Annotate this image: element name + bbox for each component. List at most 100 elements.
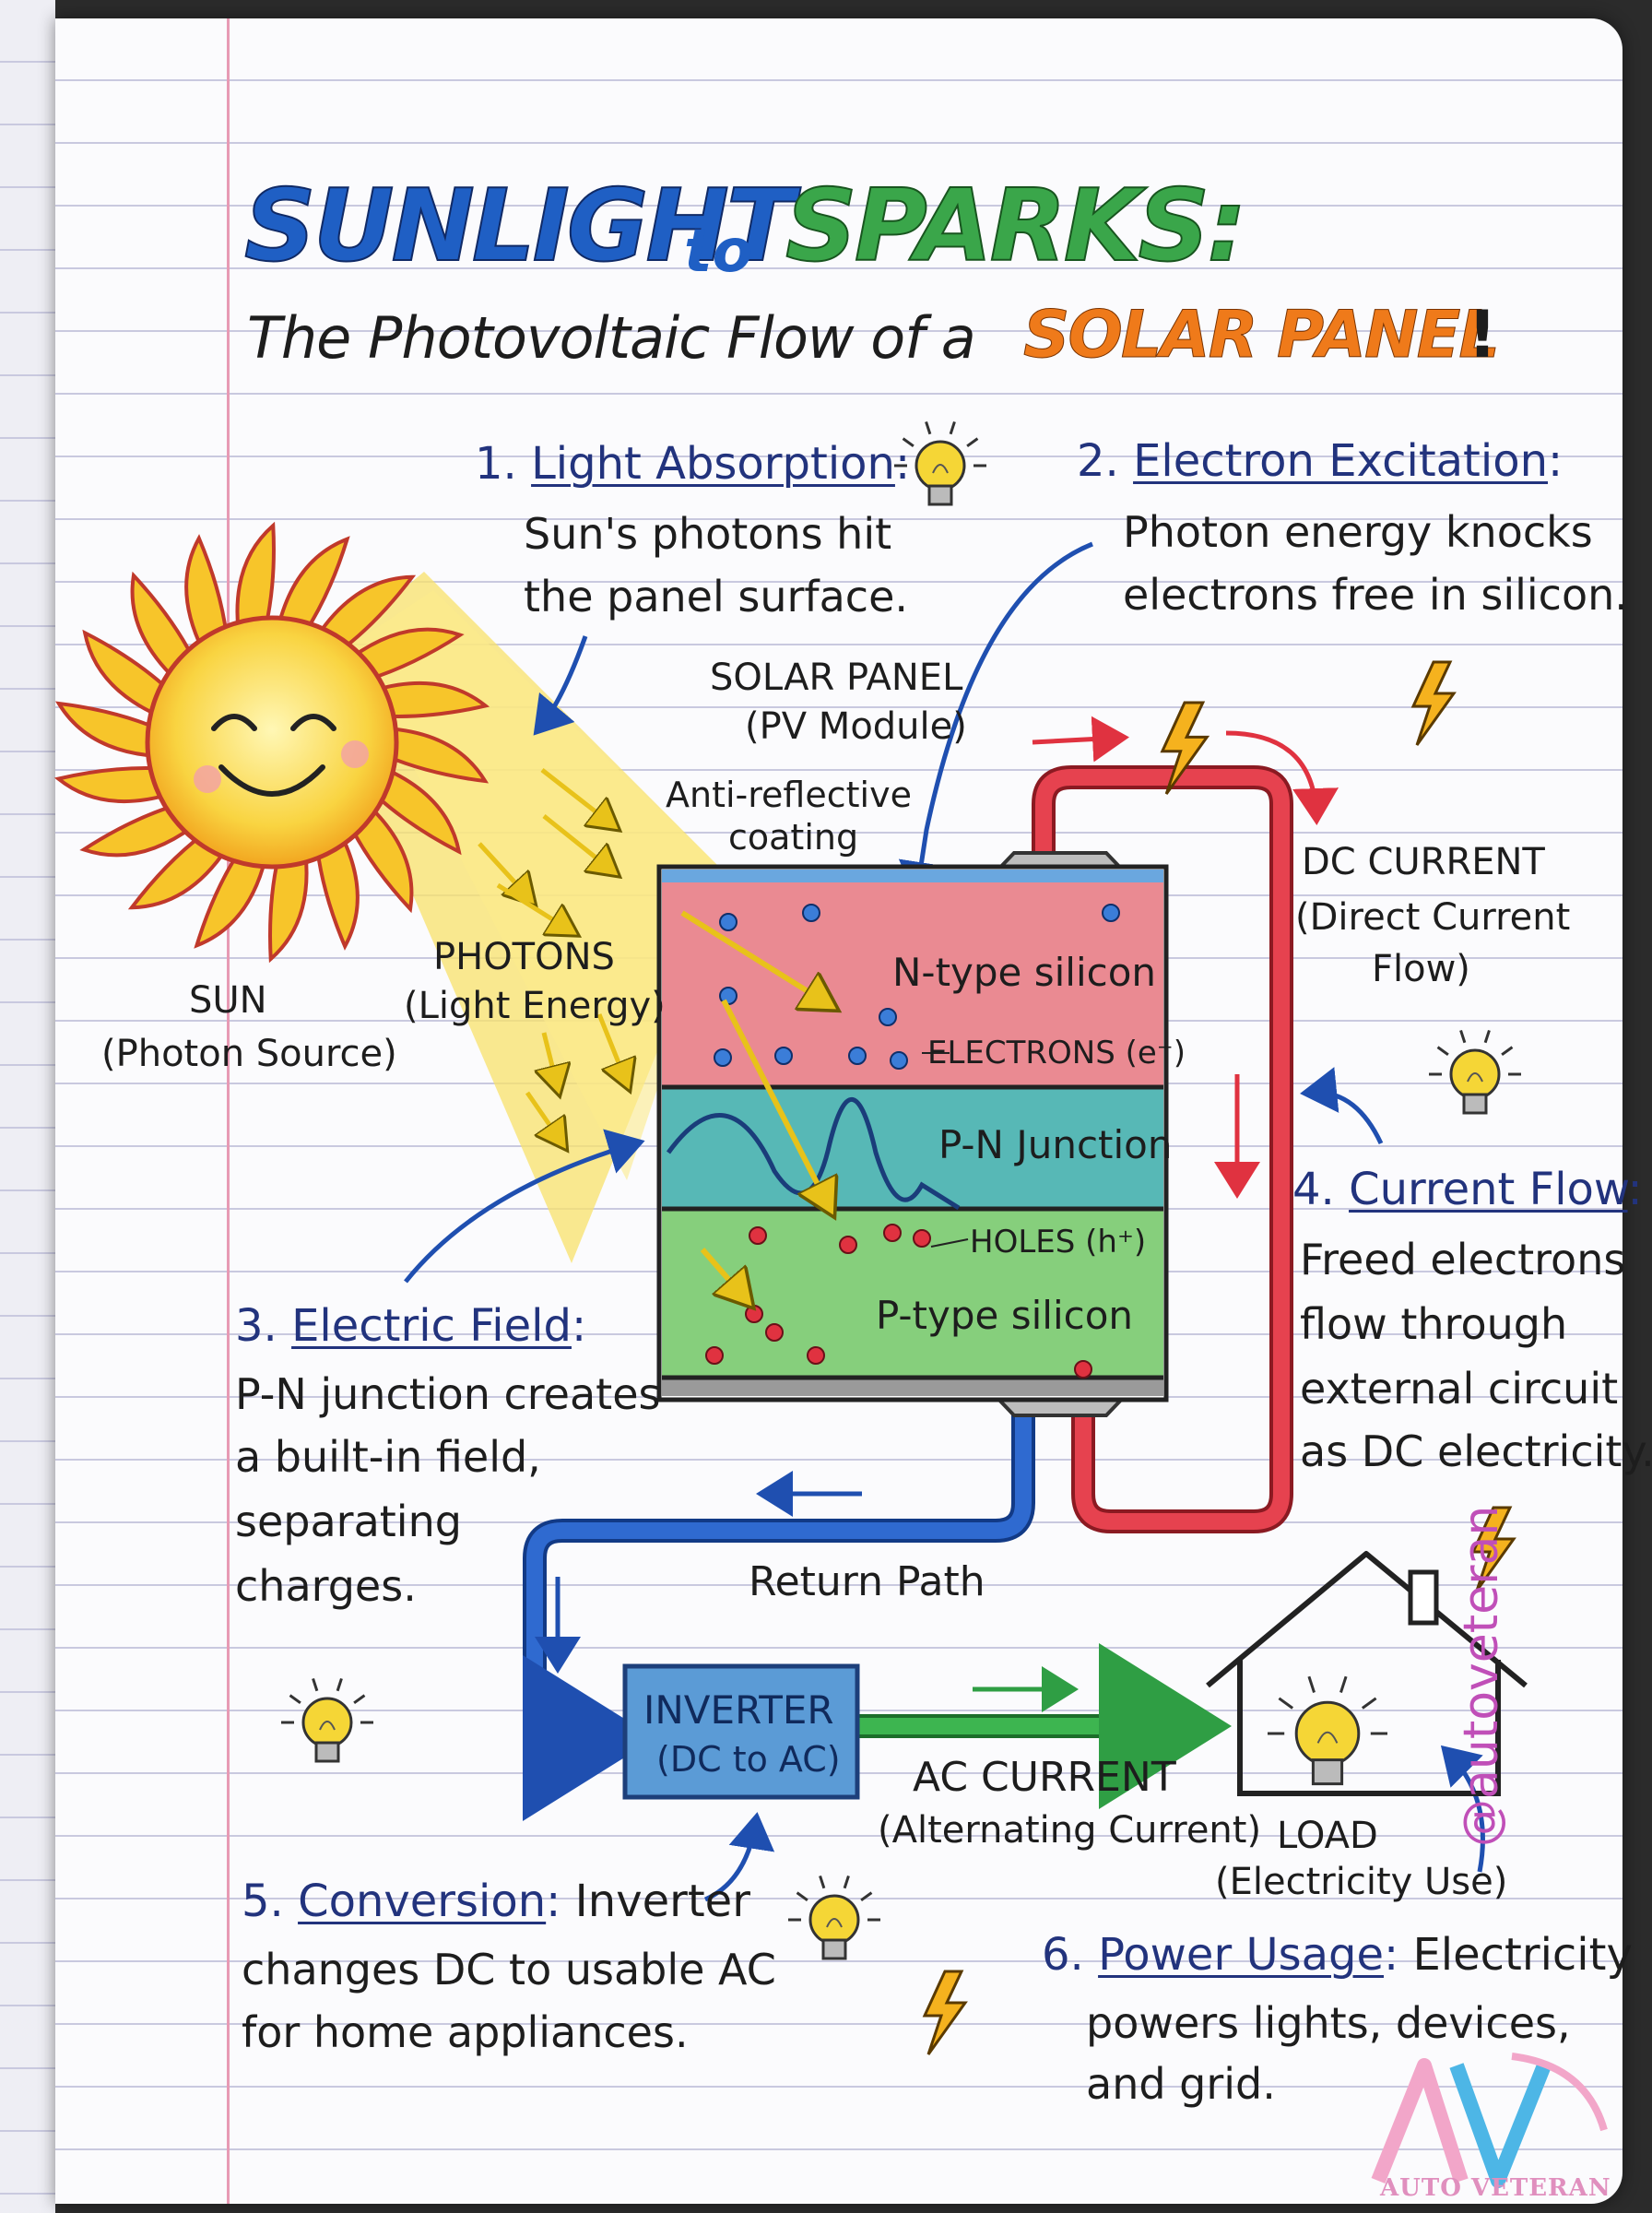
social-handle: @autoveteran [1454,1505,1509,1847]
step6-number: 6. [1042,1929,1084,1981]
step4-line3: external circuit [1300,1364,1619,1414]
light-bulb-icon [788,1875,880,1960]
panel-label: SOLAR PANEL [710,657,963,699]
step6-tail: Electricity [1412,1929,1633,1981]
sun-ray [235,521,276,634]
step4-line1: Freed electrons [1300,1235,1626,1284]
brand-name: AUTO VETERAN [1380,2174,1611,2202]
inverter-box [622,1663,860,1800]
ptype-label: P-type silicon [876,1293,1134,1338]
sun-ray [54,701,159,759]
photon-arrows [478,768,627,1143]
light-bulb-icon [281,1677,373,1763]
step6-heading: 6. Power Usage: Electricity [1042,1929,1633,1981]
hole-dot [883,1224,902,1242]
step3-heading: 3. Electric Field: [235,1300,586,1352]
step3-sep: : [571,1300,587,1352]
photons-sublabel: (Light Energy) [404,985,666,1027]
sun-ray [348,627,465,681]
step4-number: 4. [1292,1164,1335,1215]
house-drawing [1206,1551,1528,1796]
sun-rays [53,521,490,964]
light-bulb-icon [894,420,986,506]
sun-ray [79,803,196,858]
sun-ray [372,765,462,856]
step5-number: 5. [242,1876,284,1927]
lightning-bolt-icon [1160,701,1210,795]
step1-line2: the panel surface. [524,572,908,621]
solar-panel [656,851,1169,1417]
coating-label-line2: coating [728,817,859,858]
margin-line [227,18,230,2204]
step4-sep: : [1627,1164,1643,1215]
photons-label: PHOTONS [433,936,615,978]
dc-current-label: DC CURRENT [1302,841,1545,883]
load-label: LOAD [1277,1815,1378,1857]
load-sublabel: (Electricity Use) [1215,1861,1508,1903]
inverter-sublabel: (DC to AC) [656,1739,841,1780]
step1-line1: Sun's photons hit [524,509,892,559]
light-bulbs [281,420,1521,1960]
title-sparks: SPARKS: [785,168,1247,285]
sun-ray [268,850,309,964]
sun-label: SUN [189,979,267,1022]
step5-line1: changes DC to usable AC [242,1945,776,1994]
electron-dot [719,913,738,931]
step6-line1: powers lights, devices, [1086,1998,1571,2048]
step4-heading: 4. Current Flow: [1292,1164,1643,1215]
sun-ray [53,766,172,804]
return-path-label: Return Path [749,1558,985,1605]
title-to: to [684,218,753,286]
electron-dot [714,1048,732,1067]
sun-ray [348,802,414,914]
sun-ray [314,574,417,653]
title-subtitle: The Photovoltaic Flow of a [247,304,976,372]
ac-current-sublabel: (Alternating Current) [878,1809,1262,1852]
step2-heading: 2. Electron Excitation: [1077,435,1563,487]
return-wire [523,1411,1035,1821]
ntype-label: N-type silicon [892,950,1157,995]
step3-line2: a built-in field, [235,1432,541,1482]
step6-name: Power Usage [1098,1929,1384,1981]
hole-dot [705,1346,724,1365]
electron-dot [890,1051,908,1070]
title-sunlight: SUNLIGHT [243,168,796,285]
step2-name: Electron Excitation [1133,435,1548,487]
step1-sep: : [894,438,911,490]
electron-dots [714,904,1120,1070]
lightning-bolt-icon [1410,660,1457,746]
dc-current-sub1: (Direct Current [1295,896,1571,939]
sun-ray [372,680,490,718]
step3-line4: charges. [235,1561,417,1611]
direction-arrows [404,541,1485,1902]
electrons-label: ELECTRONS (e⁻) [927,1035,1186,1071]
inverter-label: INVERTER [643,1687,834,1733]
light-bulb-icon [1268,1675,1387,1786]
dc-wire [1032,765,1293,1533]
electron-dot [879,1008,897,1026]
lightning-bolt-icon [922,1970,968,2055]
step3-line3: separating [235,1497,462,1546]
hole-dot [745,1305,763,1323]
previous-page-edge [0,0,55,2213]
sun-ray [127,832,230,910]
step2-number: 2. [1077,435,1119,487]
hole-dot [1074,1360,1092,1379]
junction-label: P-N Junction [938,1122,1173,1167]
title-solar-panel: SOLAR PANEL [1022,297,1500,373]
sun-ray [276,536,350,634]
step5-tail: Inverter [574,1876,750,1927]
step1-heading: 1. Light Absorption: [475,438,910,490]
hole-dot [913,1229,931,1248]
step3-name: Electric Field [291,1300,572,1352]
step2-line2: electrons free in silicon. [1123,570,1628,620]
sun-ray [130,571,195,682]
hole-dot [839,1236,857,1254]
electron-dot [1102,904,1120,922]
step5-sep: : [546,1876,561,1927]
hole-dot [807,1346,825,1365]
electron-dot [802,904,820,922]
sun-sublabel: (Photon Source) [101,1033,397,1075]
step5-heading: 5. Conversion: Inverter [242,1876,750,1927]
